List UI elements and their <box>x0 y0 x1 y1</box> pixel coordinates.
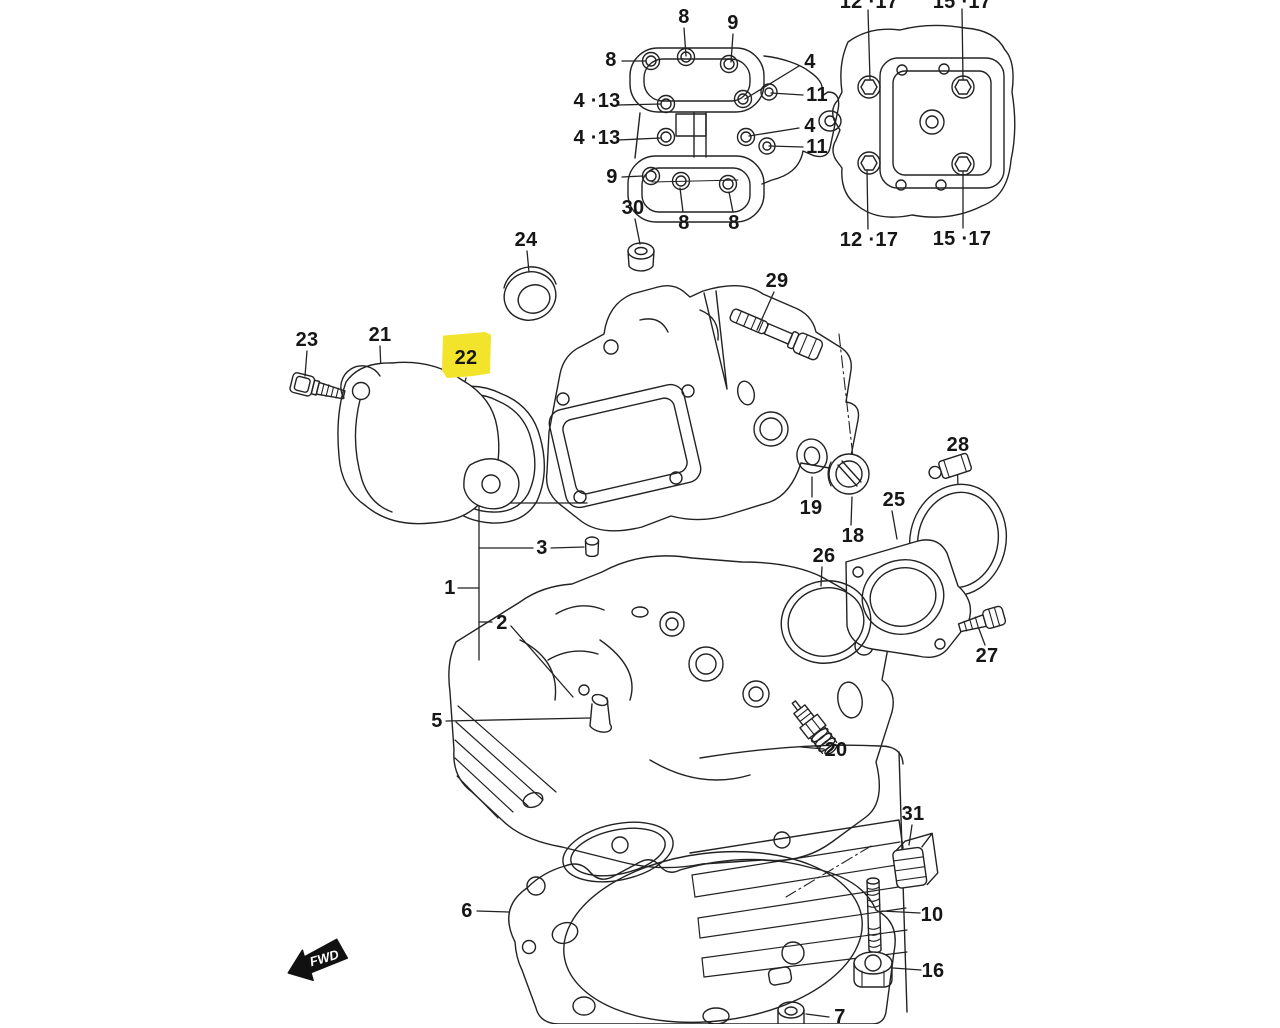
bolt-23 <box>289 372 346 400</box>
part-label-25[interactable]: 25 <box>882 489 906 511</box>
part-label-15-17[interactable]: 15 ·17 <box>932 0 992 13</box>
part-label-4[interactable]: 4 <box>804 115 816 137</box>
part-label-22-highlighted[interactable]: 22 <box>454 347 478 369</box>
part-label-12-17[interactable]: 12 ·17 <box>839 229 899 251</box>
part-label-16[interactable]: 16 <box>921 960 945 982</box>
part-label-20[interactable]: 20 <box>824 739 848 761</box>
part-label-8[interactable]: 8 <box>605 49 617 71</box>
part-label-29[interactable]: 29 <box>765 270 789 292</box>
part-label-18[interactable]: 18 <box>841 525 865 547</box>
part-label-26[interactable]: 26 <box>812 545 836 567</box>
part-label-2[interactable]: 2 <box>496 612 508 634</box>
valve-guide-2-5 <box>578 684 613 733</box>
valve-cover-assembly <box>627 47 840 223</box>
part-label-4-13[interactable]: 4 ·13 <box>573 127 621 149</box>
part-label-24[interactable]: 24 <box>514 229 538 251</box>
part-label-8[interactable]: 8 <box>678 6 690 28</box>
part-label-1[interactable]: 1 <box>444 577 456 599</box>
highlight-22 <box>442 332 491 378</box>
nut-30 <box>627 242 655 272</box>
part-label-28[interactable]: 28 <box>946 434 970 456</box>
intake-pipe-25 <box>845 539 972 659</box>
washer-19 <box>796 438 828 474</box>
spark-plug-20 <box>791 700 838 756</box>
part-label-8[interactable]: 8 <box>728 212 740 234</box>
cylinder-head-top-view <box>818 24 1016 218</box>
part-label-21[interactable]: 21 <box>368 324 392 346</box>
part-label-4[interactable]: 4 <box>804 51 816 73</box>
leader-lines <box>304 8 986 1018</box>
part-label-7[interactable]: 7 <box>834 1006 846 1028</box>
centerline <box>785 845 872 898</box>
cylinder-head <box>448 536 894 883</box>
nut-16 <box>853 951 893 988</box>
part-label-12-17[interactable]: 12 ·17 <box>839 0 899 13</box>
part-label-3[interactable]: 3 <box>536 537 548 559</box>
part-label-23[interactable]: 23 <box>295 329 319 351</box>
dowel-3 <box>584 536 600 558</box>
part-label-11[interactable]: 11 <box>806 84 828 106</box>
part-label-8[interactable]: 8 <box>678 212 690 234</box>
stud-10 <box>866 877 882 954</box>
part-label-11[interactable]: 11 <box>806 136 828 158</box>
spacer-31 <box>892 832 939 889</box>
fwd-arrow: FWD <box>287 938 349 982</box>
part-label-31[interactable]: 31 <box>901 803 925 825</box>
part-label-6[interactable]: 6 <box>461 900 473 922</box>
part-label-15-17[interactable]: 15 ·17 <box>932 228 992 250</box>
head-cover <box>545 284 860 532</box>
part-label-9[interactable]: 9 <box>606 166 618 188</box>
seal-24 <box>503 266 557 321</box>
part-label-10[interactable]: 10 <box>920 904 944 926</box>
part-label-19[interactable]: 19 <box>799 497 823 519</box>
part-label-4-13[interactable]: 4 ·13 <box>573 90 621 112</box>
dowel-7 <box>777 1001 805 1024</box>
bolt-29 <box>729 308 824 361</box>
cover-bolts <box>641 47 756 194</box>
oring-26 <box>780 580 872 664</box>
part-label-9[interactable]: 9 <box>727 12 739 34</box>
head-fins <box>454 705 557 819</box>
part-label-30[interactable]: 30 <box>621 197 645 219</box>
cylinder-fins <box>691 841 908 978</box>
head-bolts <box>857 75 975 176</box>
part-label-5[interactable]: 5 <box>431 710 443 732</box>
base-gasket-6 <box>508 858 896 1024</box>
part-label-27[interactable]: 27 <box>975 645 999 667</box>
cam-end-cover-21 <box>337 361 520 525</box>
bolt-27 <box>957 605 1007 633</box>
plug-18 <box>827 453 870 495</box>
